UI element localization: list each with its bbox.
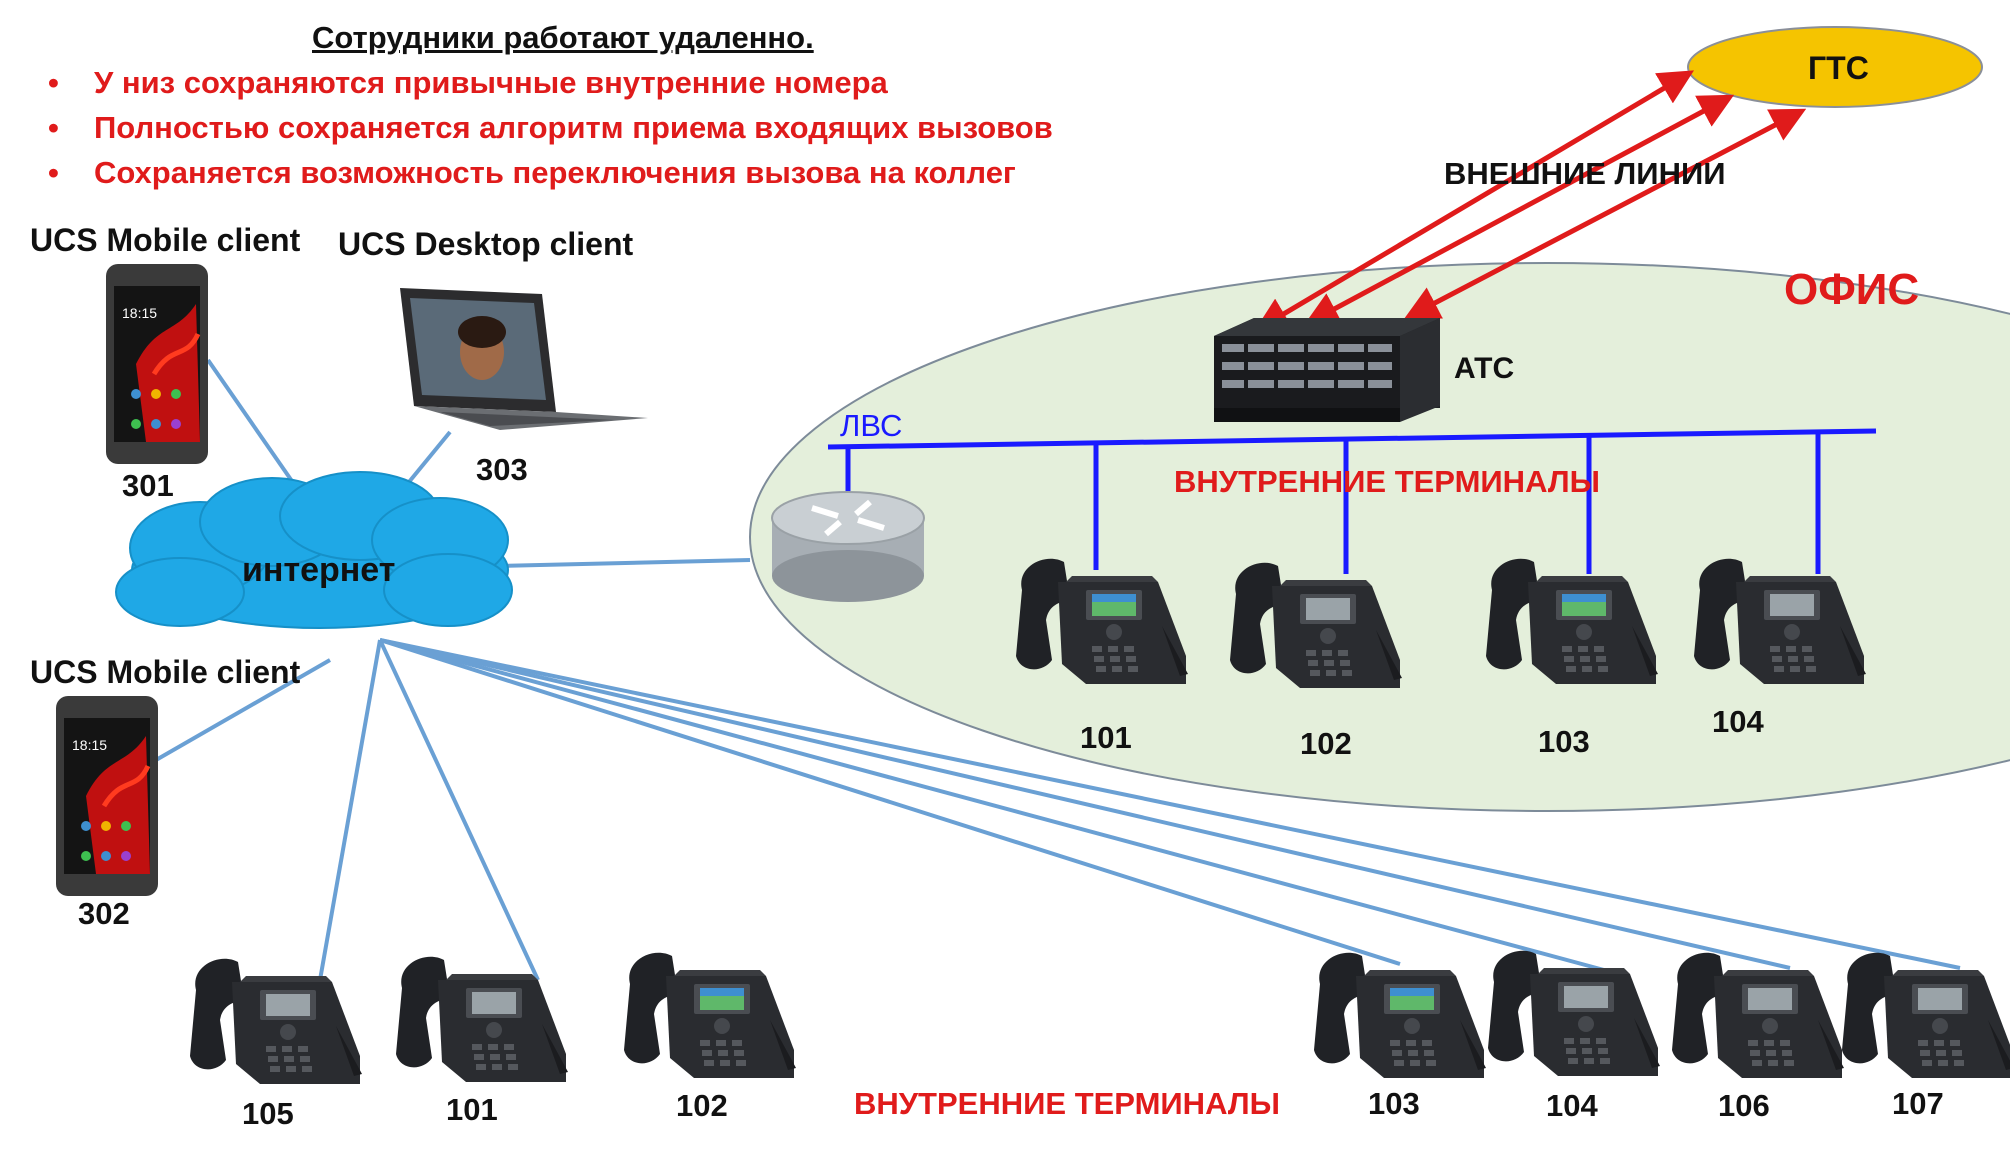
remote-phone-number: 101 [446, 1092, 498, 1127]
mobile-2-label: UCS Mobile client [30, 654, 301, 690]
laptop-icon [400, 288, 648, 430]
lan-label: ЛВС [840, 408, 903, 443]
remote-phone-number: 103 [1368, 1086, 1420, 1121]
remote-phone-107 [1842, 952, 2010, 1078]
external-line-arrow [1403, 108, 1807, 320]
remote-phone-number: 106 [1718, 1088, 1770, 1123]
external-lines-label: ВНЕШНИЕ ЛИНИИ [1444, 156, 1726, 191]
router-icon [771, 491, 925, 602]
remote-phone-105 [190, 958, 362, 1084]
office-phone-number: 103 [1538, 724, 1590, 759]
mobile-1-label: UCS Mobile client [30, 222, 301, 258]
remote-phone-106 [1672, 952, 1844, 1078]
internet-office-link [499, 558, 751, 568]
remote-phone-101 [396, 956, 568, 1082]
pbx-label: АТС [1454, 352, 1515, 385]
office-phone-number: 102 [1300, 726, 1352, 761]
office-terminals-label: ВНУТРЕННИЕ ТЕРМИНАЛЫ [1174, 464, 1600, 499]
internet-cloud [115, 471, 513, 629]
pbx-device [1214, 318, 1440, 422]
remote-phone-103 [1314, 953, 1486, 1078]
external-line-arrows [1253, 70, 1807, 332]
remote-phone-104 [1488, 950, 1660, 1076]
internet-label: интернет [242, 551, 396, 589]
gts-node [1687, 26, 1983, 108]
remote-terminals-label: ВНУТРЕННИЕ ТЕРМИНАЛЫ [854, 1086, 1280, 1121]
remote-phone-number: 102 [676, 1088, 728, 1123]
remote-phone-102 [624, 953, 796, 1078]
office-phone-number: 101 [1080, 720, 1132, 755]
remote-phone-number: 104 [1546, 1088, 1598, 1123]
desktop-label: UCS Desktop client [338, 226, 634, 262]
mobile-2-clock: 18:15 [72, 737, 107, 753]
mobile-1-clock: 18:15 [122, 305, 157, 321]
bullet-item: Сохраняется возможность переключения выз… [44, 154, 1053, 199]
mobile-2-number: 302 [78, 896, 130, 931]
lan-bus [827, 428, 1877, 574]
remote-phone-number: 105 [242, 1096, 294, 1131]
page-title: Сотрудники работают удаленно. [312, 20, 814, 55]
bullet-item: У низ сохраняются привычные внутренние н… [44, 64, 1053, 109]
mobile-1-number: 301 [122, 468, 174, 503]
bullet-item: Полностью сохраняется алгоритм приема вх… [44, 109, 1053, 154]
mobile-client-2: 18:15 [56, 696, 158, 896]
office-label: ОФИС [1784, 265, 1920, 314]
desktop-number: 303 [476, 452, 528, 487]
bullet-list: У низ сохраняются привычные внутренние н… [44, 64, 1053, 199]
mobile-client-1: 18:15 [106, 264, 208, 464]
office-phone-number: 104 [1712, 704, 1764, 739]
remote-phone-number: 107 [1892, 1086, 1944, 1121]
gts-label: ГТС [1808, 50, 1869, 86]
